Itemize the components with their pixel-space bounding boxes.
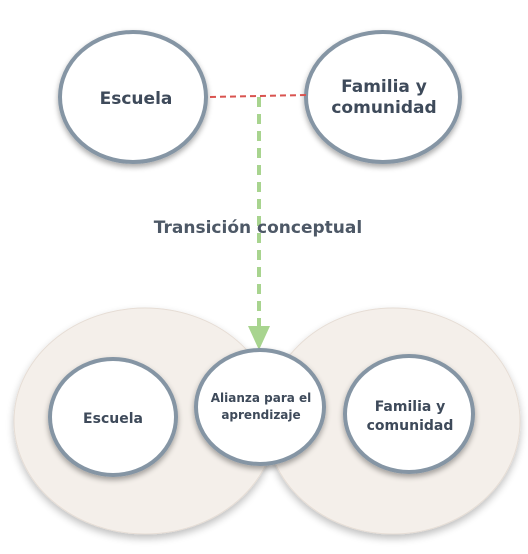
bottom-school-node: Escuela	[48, 357, 178, 477]
bottom-school-label: Escuela	[83, 411, 143, 427]
alliance-label: aprendizaje	[221, 408, 300, 422]
alliance-circle	[194, 348, 326, 466]
top-family-circle	[304, 30, 462, 164]
bottom-school-circle	[48, 357, 178, 477]
relationship-line	[209, 94, 308, 98]
transition-arrow	[248, 97, 270, 350]
alliance-node: Alianza para el aprendizaje	[194, 348, 326, 466]
top-family-label: Familia y	[341, 77, 427, 97]
bottom-family-label: comunidad	[367, 418, 454, 434]
top-school-node: Escuela	[58, 30, 208, 164]
top-family-node: Familia y comunidad	[304, 30, 462, 164]
bottom-family-label: Familia y	[375, 399, 446, 415]
top-family-label: comunidad	[331, 98, 436, 118]
top-school-circle	[58, 30, 208, 164]
alliance-label: Alianza para el	[211, 391, 312, 405]
transition-label: Transición conceptual	[154, 218, 362, 238]
bottom-family-node: Familia y comunidad	[343, 354, 475, 474]
top-school-label: Escuela	[100, 89, 173, 109]
transition-arrow-head	[248, 326, 270, 350]
bottom-family-circle	[343, 354, 475, 474]
